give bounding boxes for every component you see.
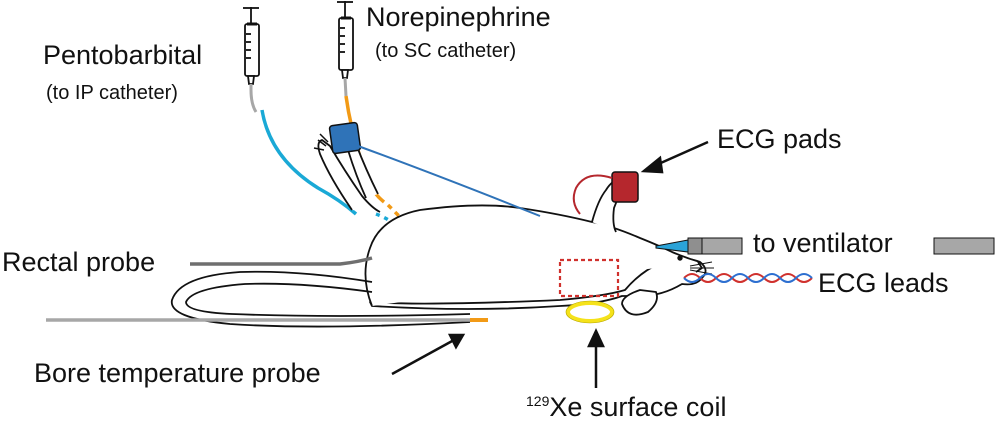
ventilator-tube bbox=[701, 237, 743, 255]
pentobarbital-sub-label: (to IP catheter) bbox=[46, 82, 178, 104]
norepinephrine-sub-label: (to SC catheter) bbox=[375, 40, 517, 62]
imaging-region-box bbox=[558, 258, 620, 298]
norepinephrine-label: Norepinephrine bbox=[366, 2, 551, 32]
ip-catheter-line bbox=[260, 109, 358, 216]
rectal-probe-label: Rectal probe bbox=[2, 247, 156, 277]
ventilator-tube-end bbox=[933, 237, 995, 255]
rectal-probe-line bbox=[190, 256, 373, 266]
ecg-wire-red bbox=[572, 174, 613, 215]
norepinephrine-syringe bbox=[337, 1, 354, 79]
mouse bbox=[171, 133, 714, 328]
surface-coil-label: 129Xe surface coil bbox=[526, 392, 726, 423]
bore-probe-label: Bore temperature probe bbox=[34, 358, 321, 388]
ecg-pad-red bbox=[611, 171, 639, 203]
ecg-pads-label: ECG pads bbox=[717, 124, 842, 154]
ecg-lead-blue bbox=[683, 273, 813, 283]
ecg-pad-blue bbox=[328, 121, 362, 155]
mouse-tail bbox=[171, 270, 471, 328]
isotope-mass-number: 129 bbox=[526, 393, 550, 409]
surface-coil bbox=[566, 301, 614, 323]
to-ventilator-label: to ventilator bbox=[753, 228, 893, 258]
ip-catheter-gray bbox=[249, 84, 258, 113]
ecg-wire-blue bbox=[357, 145, 541, 217]
pentobarbital-syringe bbox=[243, 7, 260, 85]
pentobarbital-label: Pentobarbital bbox=[43, 40, 203, 70]
mouse-hind-leg bbox=[317, 139, 381, 213]
arrows bbox=[391, 140, 709, 388]
sc-catheter-gray bbox=[343, 77, 348, 97]
ventilator-connector bbox=[687, 237, 703, 255]
ecg-leads-label: ECG leads bbox=[818, 268, 949, 298]
surface-coil-text: Xe surface coil bbox=[549, 392, 727, 422]
mouse-ear bbox=[621, 289, 658, 316]
